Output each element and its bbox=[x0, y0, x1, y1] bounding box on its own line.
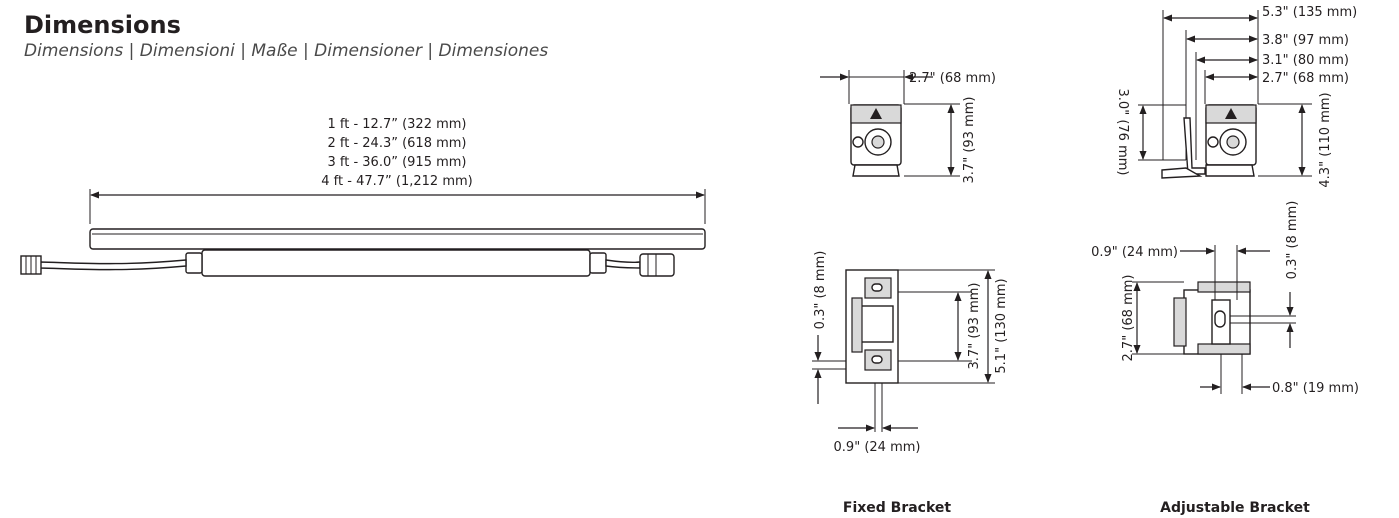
length-label-2ft: 2 ft - 24.3” (618 mm) bbox=[327, 136, 466, 151]
cable-right bbox=[605, 259, 641, 269]
adj-side-slot bbox=[1214, 310, 1226, 328]
adjustable-bracket-caption: Adjustable Bracket bbox=[1160, 500, 1310, 516]
adj-side-height-label: 2.7" (68 mm) bbox=[1121, 275, 1136, 362]
page-subtitle: Dimensions | Dimensioni | Maße | Dimensi… bbox=[24, 41, 549, 61]
adjustable-bracket-end-view: 5.3" (135 mm) 3.8" (97 mm) 3.1" (80 mm) … bbox=[1115, 5, 1357, 188]
fixed-bracket-side-view: 0.3" (8 mm) 3.7" (93 mm) 5.1" (130 mm) 0… bbox=[812, 251, 1009, 455]
fixture-endcap-right bbox=[589, 252, 607, 274]
page-title: Dimensions bbox=[24, 11, 181, 39]
adj-side-slot-label: 0.8" (19 mm) bbox=[1272, 381, 1359, 396]
fixed-side-hole-bottom bbox=[871, 355, 883, 364]
fixed-end-height-label: 3.7" (93 mm) bbox=[962, 97, 977, 184]
adj-width-b-label: 3.1" (80 mm) bbox=[1262, 53, 1349, 68]
length-label-3ft: 3 ft - 36.0” (915 mm) bbox=[327, 155, 466, 170]
fixed-end-width-label: 2.7" (68 mm) bbox=[909, 71, 996, 86]
adj-width-c-label: 2.7" (68 mm) bbox=[1262, 71, 1349, 86]
adj-width-max-label: 5.3" (135 mm) bbox=[1262, 5, 1357, 20]
fixed-side-width-label: 0.9" (24 mm) bbox=[834, 440, 921, 455]
connector-right bbox=[639, 253, 675, 277]
fixed-side-hole-top bbox=[871, 283, 883, 292]
length-label-4ft: 4 ft - 47.7” (1,212 mm) bbox=[321, 174, 472, 189]
adj-width-a-label: 3.8" (97 mm) bbox=[1262, 33, 1349, 48]
header: Dimensions Dimensions | Dimensioni | Maß… bbox=[24, 10, 548, 62]
fixed-side-spacing-label: 3.7" (93 mm) bbox=[967, 283, 982, 370]
adjustable-bracket-side-view: 0.9" (24 mm) 0.3" (8 mm) 2.7" (68 mm) 0.… bbox=[1091, 201, 1359, 396]
cable-left bbox=[39, 259, 187, 271]
fixed-end-bracket bbox=[852, 164, 900, 177]
fixed-bracket-caption: Fixed Bracket bbox=[843, 500, 952, 516]
fixture-lens bbox=[89, 228, 706, 250]
adj-bracket-height-label: 3.0" (76 mm) bbox=[1115, 89, 1130, 176]
fixture-endcap-left bbox=[185, 252, 203, 274]
fixture-body bbox=[201, 249, 591, 277]
adj-side-width-label: 0.9" (24 mm) bbox=[1091, 245, 1178, 260]
adj-side-offset-label: 0.3" (8 mm) bbox=[1285, 201, 1300, 280]
fixture-length-view: 1 ft - 12.7” (322 mm) 2 ft - 24.3” (618 … bbox=[20, 117, 706, 277]
fixed-bracket-end-view: 2.7" (68 mm) 3.7" (93 mm) bbox=[820, 70, 996, 183]
adj-end-height-label: 4.3" (110 mm) bbox=[1318, 92, 1333, 187]
adj-end-arm bbox=[1183, 117, 1206, 175]
length-label-1ft: 1 ft - 12.7” (322 mm) bbox=[327, 117, 466, 132]
fixed-side-offset-label: 0.3" (8 mm) bbox=[813, 251, 828, 330]
fixed-side-height-label: 5.1" (130 mm) bbox=[994, 278, 1009, 373]
